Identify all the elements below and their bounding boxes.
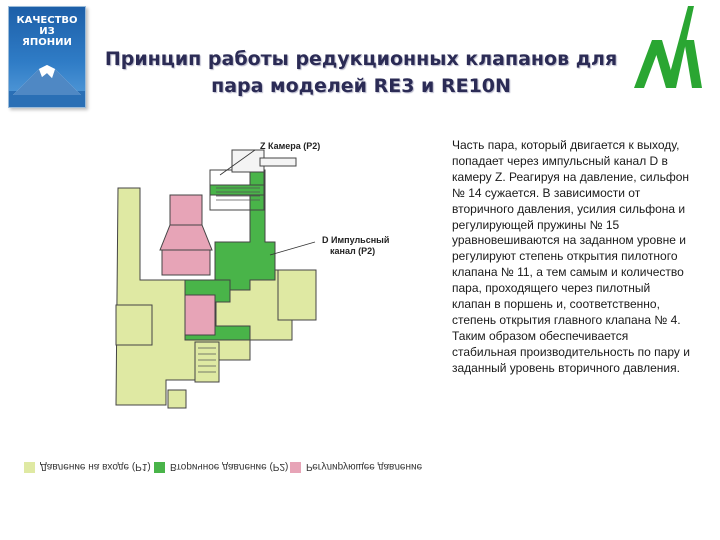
piston (184, 294, 216, 336)
page-title: Принцип работы редукционных клапанов для… (96, 46, 626, 100)
secondary-pressure-top (209, 184, 266, 196)
company-logo-icon (634, 6, 702, 88)
quality-badge: КАЧЕСТВО ИЗ ЯПОНИИ (8, 6, 86, 108)
legend-swatch-secondary (154, 462, 165, 473)
legend-swatch-regulating (290, 462, 301, 473)
valve-cross-section-diagram (115, 149, 317, 409)
pilot-dome (159, 224, 213, 251)
pressure-legend: Давление на входе (P1) Вторичное давлени… (24, 459, 424, 475)
d-channel-label-line-1: D Импульсный (322, 235, 390, 245)
d-channel-label-line-2: канал (P2) (330, 246, 376, 256)
legend-label-inlet: Давление на входе (P1) (40, 461, 151, 472)
title-line-1: Принцип работы редукционных клапанов для (104, 48, 618, 70)
badge-line-2: ИЗ (39, 26, 55, 37)
legend-label-regulating: Регулирующее давление (306, 461, 423, 472)
legend-swatch-inlet (24, 462, 35, 473)
main-valve-spring-housing (194, 341, 220, 383)
mount-fuji-icon (9, 65, 85, 107)
badge-line-3: ЯПОНИИ (22, 37, 72, 48)
z-chamber-label: Z Камера (P2) (260, 141, 321, 151)
title-line-2: пара моделей RE3 и RE10N (211, 75, 511, 97)
badge-line-1: КАЧЕСТВО (16, 15, 78, 26)
right-flange (277, 269, 317, 321)
adjusting-screw (259, 157, 297, 167)
description-text: Часть пара, который двигается к выходу, … (452, 138, 690, 375)
adjusting-cap (231, 149, 265, 173)
bottom-plug (167, 389, 187, 409)
left-flange (115, 304, 153, 346)
legend-label-secondary: Вторичное давление (P2) (170, 461, 289, 472)
